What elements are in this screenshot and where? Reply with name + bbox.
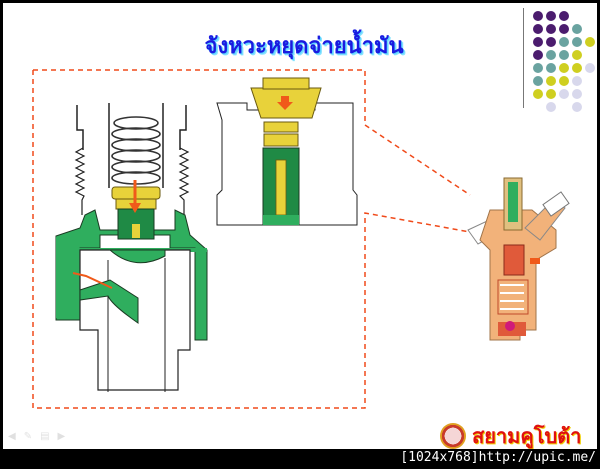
decorative-dot	[559, 37, 569, 47]
prev-arrow-icon[interactable]: ◀	[8, 431, 16, 442]
decorative-dot	[559, 63, 569, 73]
decorative-dot	[533, 37, 543, 47]
decorative-dot	[559, 11, 569, 21]
decorative-dot	[533, 89, 543, 99]
next-arrow-icon[interactable]: ▶	[57, 431, 66, 442]
decorative-dot	[533, 24, 543, 34]
decorative-dot	[572, 63, 582, 73]
decorative-dot	[546, 76, 556, 86]
decorative-dot	[572, 76, 582, 86]
decorative-dot	[572, 89, 582, 99]
decorative-dot	[533, 76, 543, 86]
decorative-dot	[572, 102, 582, 112]
decorative-dot	[585, 37, 595, 47]
decorative-dot	[559, 76, 569, 86]
decorative-dot	[559, 50, 569, 60]
slide-title: จังหวะหยุดจ่ายน้ำมัน	[204, 34, 404, 59]
pen-icon[interactable]: ✎	[23, 431, 33, 442]
injection-pump-illustration	[467, 177, 570, 341]
detail-box-left	[32, 69, 471, 409]
decorative-dot	[546, 89, 556, 99]
decorative-dot	[546, 11, 556, 21]
decorative-divider	[523, 8, 524, 108]
decorative-dot	[572, 37, 582, 47]
decorative-dot	[533, 11, 543, 21]
decorative-dot	[546, 37, 556, 47]
watermark-text: [1024x768]http://upic.me/	[400, 450, 596, 465]
decorative-dot	[546, 24, 556, 34]
decorative-dot	[533, 63, 543, 73]
logo-text: สยามคูโบต้า	[472, 424, 582, 448]
decorative-dot	[546, 50, 556, 60]
footer-bar	[0, 449, 600, 469]
decorative-dot	[546, 102, 556, 112]
kubota-logo: สยามคูโบต้า	[440, 420, 581, 452]
decorative-dot	[585, 63, 595, 73]
valve-section-detail	[216, 77, 358, 226]
decorative-dot	[572, 24, 582, 34]
valve-section-large	[55, 103, 208, 392]
menu-icon[interactable]: ▤	[40, 431, 50, 442]
decorative-dot	[572, 50, 582, 60]
decorative-dot	[559, 24, 569, 34]
decorative-dot	[546, 63, 556, 73]
slideshow-nav[interactable]: ◀ ✎ ▤ ▶	[8, 431, 65, 442]
decorative-dot	[533, 50, 543, 60]
elephant-emblem-icon	[440, 423, 466, 449]
decorative-dot	[559, 89, 569, 99]
